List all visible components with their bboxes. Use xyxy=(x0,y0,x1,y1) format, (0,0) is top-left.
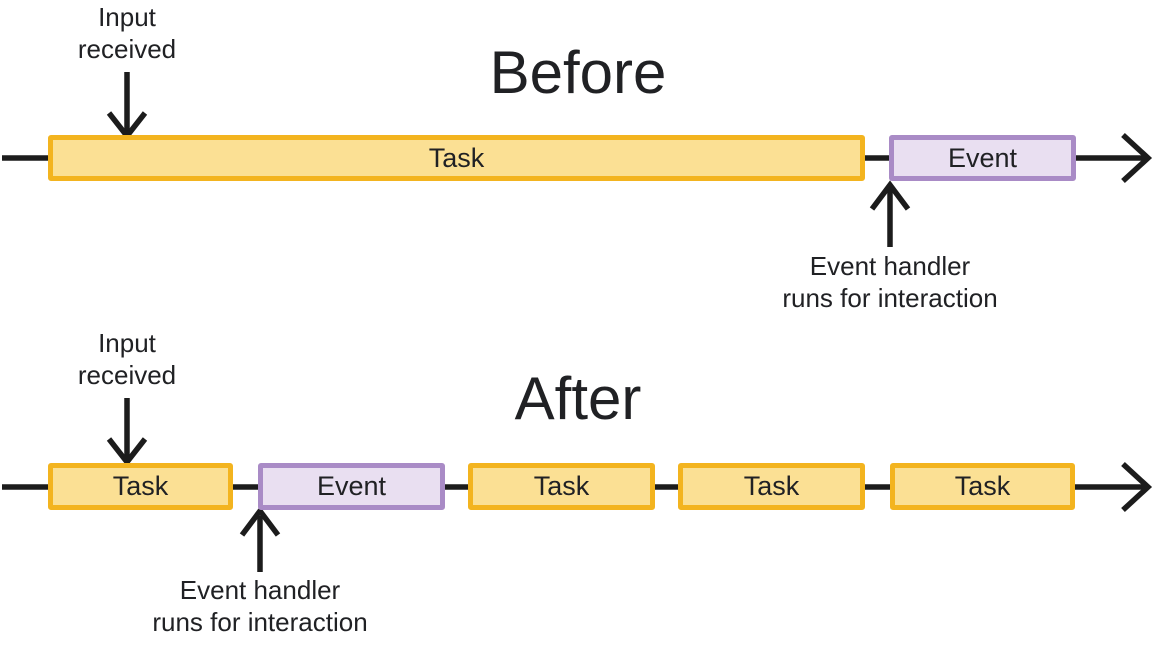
after-input-received-label: Input received xyxy=(62,327,192,391)
before-handler-up-arrow xyxy=(869,180,911,247)
after-event-label: Event xyxy=(316,471,387,501)
after-task-label-3: Task xyxy=(743,471,800,501)
after-title: After xyxy=(514,365,642,432)
after-input-arrowhead xyxy=(106,437,148,467)
after-event-box: Event xyxy=(258,463,445,510)
after-input-received-line1: Input xyxy=(98,328,156,358)
after-task-label-1: Task xyxy=(112,471,169,501)
before-title: Before xyxy=(489,39,667,106)
before-input-received-line2: received xyxy=(77,34,177,64)
after-timeline-arrowhead xyxy=(1121,461,1153,513)
before-event-box: Event xyxy=(889,135,1076,181)
before-task-bar: Task xyxy=(48,135,865,181)
before-event-handler-label: Event handler runs for interaction xyxy=(765,250,1015,314)
before-input-received-label: Input received xyxy=(62,1,192,65)
before-task-label: Task xyxy=(428,142,485,173)
after-event-handler-label: Event handler runs for interaction xyxy=(135,574,385,638)
before-input-down-arrow xyxy=(106,72,148,141)
after-handler-up-arrow xyxy=(239,506,281,572)
after-input-received-line2: received xyxy=(77,360,177,390)
after-input-down-arrow xyxy=(106,398,148,467)
before-timeline-arrowhead xyxy=(1121,132,1153,184)
before-event-handler-line1: Event handler xyxy=(809,251,971,281)
before-handler-arrowhead xyxy=(869,180,911,211)
before-event-label: Event xyxy=(947,142,1018,173)
after-handler-arrowhead xyxy=(239,506,281,537)
after-task-box-3: Task xyxy=(678,463,865,510)
after-task-label-2: Task xyxy=(533,471,590,501)
after-task-box-1: Task xyxy=(48,463,233,510)
after-task-box-2: Task xyxy=(468,463,655,510)
after-task-label-4: Task xyxy=(954,471,1011,501)
before-input-received-line1: Input xyxy=(98,2,156,32)
after-event-handler-line1: Event handler xyxy=(179,575,341,605)
after-task-box-4: Task xyxy=(890,463,1075,510)
before-event-handler-line2: runs for interaction xyxy=(782,283,998,313)
after-event-handler-line2: runs for interaction xyxy=(152,607,368,637)
